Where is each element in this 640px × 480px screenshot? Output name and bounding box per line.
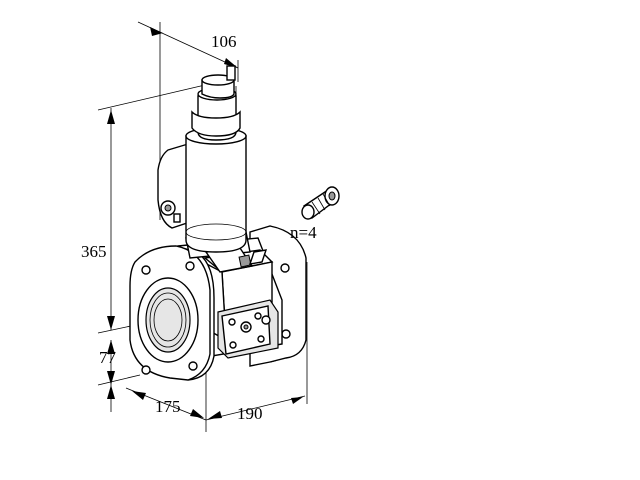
front-flange [129,245,215,381]
dimension-175 [125,365,207,432]
dimension-190 [205,262,308,421]
actuator-cylinder [185,65,247,253]
terminal-box [217,299,279,359]
dimension-77 [97,340,141,412]
cable-gland-accessory [301,186,340,220]
dim-label-77: 77 [99,348,117,367]
dim-label-bolt-count: n=4 [290,223,317,242]
dim-label-365: 365 [81,242,107,261]
dim-label-175: 175 [155,397,181,416]
side-housing [157,143,191,229]
dim-label-106: 106 [211,32,237,51]
dim-label-190: 190 [237,404,263,423]
dimension-365 [97,84,206,334]
